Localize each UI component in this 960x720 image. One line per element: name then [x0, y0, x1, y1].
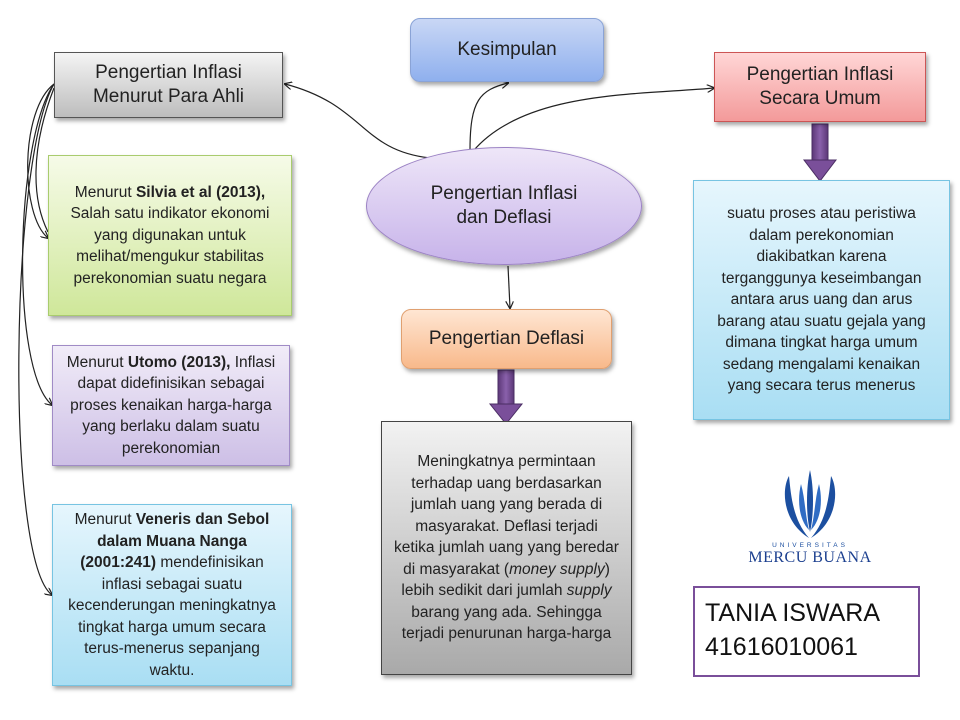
veneris-box: Menurut Veneris dan Sebol dalam Muana Na…: [52, 504, 292, 686]
secara-umum-title: Pengertian Inflasi Secara Umum: [746, 64, 894, 109]
para-ahli-node: Pengertian Inflasi Menurut Para Ahli: [54, 52, 283, 118]
connector-center-para-ahli: [285, 84, 431, 159]
deflasi-node: Pengertian Deflasi: [401, 309, 612, 369]
connector-center-deflasi: [508, 265, 510, 308]
logo-university-label: UNIVERSITAS: [772, 542, 848, 549]
kesimpulan-node: Kesimpulan: [410, 18, 604, 82]
veneris-author: Veneris dan Sebol dalam Muana Nanga (200…: [80, 511, 270, 571]
utomo-box: Menurut Utomo (2013), Inflasi dapat dide…: [52, 345, 290, 466]
umum-description-text: suatu proses atau peristiwa dalam pereko…: [717, 205, 926, 395]
umum-description-box: suatu proses atau peristiwa dalam pereko…: [693, 180, 950, 420]
connector-center-kesimpulan: [469, 83, 508, 151]
utomo-text: Menurut Utomo (2013), Inflasi dapat dide…: [66, 353, 276, 457]
author-name: TANIA ISWARA: [705, 599, 881, 627]
deflasi-description-text: Meningkatnya permintaan terhadap uang be…: [394, 453, 619, 643]
supply-term: supply: [566, 582, 612, 600]
money-supply-term: money supply: [509, 560, 605, 578]
silvia-text: Menurut Silvia et al (2013), Salah satu …: [70, 183, 270, 287]
secara-umum-node: Pengertian Inflasi Secara Umum: [714, 52, 926, 122]
center-title: Pengertian Inflasi dan Deflasi: [430, 183, 578, 228]
author-box: TANIA ISWARA 41616010061: [693, 586, 920, 677]
para-ahli-title: Pengertian Inflasi Menurut Para Ahli: [92, 62, 245, 107]
connector-ahli-veneris: [18, 83, 55, 595]
author-id: 41616010061: [705, 633, 858, 661]
connector-center-secara-umum: [469, 88, 714, 156]
block-arrow-umum: [802, 123, 838, 182]
mercu-buana-logo: UNIVERSITAS MERCU BUANA: [748, 470, 872, 574]
center-node: Pengertian Inflasi dan Deflasi: [366, 147, 642, 265]
connector-ahli-silvia-2: [35, 87, 55, 233]
silvia-box: Menurut Silvia et al (2013), Salah satu …: [48, 155, 292, 316]
veneris-text: Menurut Veneris dan Sebol dalam Muana Na…: [68, 511, 276, 679]
utomo-author: Utomo (2013),: [127, 353, 231, 371]
silvia-author: Silvia et al (2013),: [135, 183, 266, 201]
logo-name: MERCU BUANA: [748, 549, 872, 566]
connector-ahli-silvia: [27, 83, 55, 238]
block-arrow-deflasi: [488, 369, 524, 425]
logo-mark-icon: [784, 470, 836, 538]
deflasi-description-box: Meningkatnya permintaan terhadap uang be…: [381, 421, 632, 675]
deflasi-title: Pengertian Deflasi: [428, 328, 585, 349]
kesimpulan-label: Kesimpulan: [457, 39, 557, 60]
